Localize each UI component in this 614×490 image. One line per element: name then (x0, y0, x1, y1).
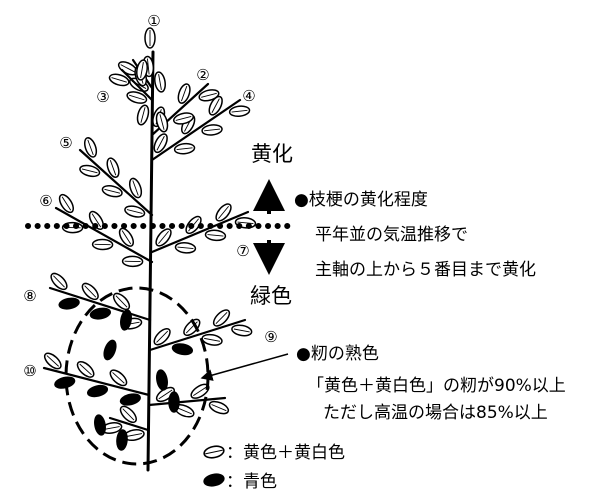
yellow-grain (118, 227, 135, 247)
node-number-6: ⑥ (39, 192, 52, 210)
yellow-grain (119, 405, 137, 424)
node-number-4: ④ (242, 87, 255, 105)
yellow-grain (136, 104, 150, 126)
yellow-grain (174, 241, 197, 254)
branch-3 (150, 98, 242, 162)
yellow-grain (212, 309, 231, 327)
node-number-8: ⑧ (23, 287, 36, 305)
node-number-9: ⑨ (264, 328, 277, 346)
grain-ripeness-line-2: ただし高温の場合は85%以上 (323, 403, 548, 423)
branch-8 (48, 286, 152, 322)
yellow-grain (124, 205, 146, 218)
green-grain (120, 309, 132, 331)
yellow-grain (106, 157, 120, 178)
node-number-5: ⑤ (59, 134, 72, 152)
green-grain (119, 393, 141, 406)
yellow-grain (228, 105, 251, 118)
branch-yellowing-line-1: 平年並の気温推移で (315, 225, 468, 245)
legend-open-grain-icon (203, 445, 225, 459)
branch-9 (148, 318, 247, 352)
yellowing-label: 黄化 (251, 142, 293, 166)
node-number-labels: ① ② ③ ④ ⑤ ⑥ ⑦ ⑧ ⑨ ⑩ (23, 12, 277, 380)
yellow-grain (198, 89, 220, 102)
yellow-grain (136, 59, 148, 81)
yellow-grain (173, 142, 196, 155)
yellow-grain (112, 292, 131, 311)
yellow-grain (172, 112, 195, 125)
yellow-grain (81, 282, 99, 301)
yellow-grain (215, 203, 232, 222)
node-number-2: ② (196, 66, 209, 84)
branch-10 (42, 366, 151, 397)
yellow-grain (76, 360, 95, 378)
yellow-grain (101, 185, 123, 198)
yellow-grain (208, 95, 223, 116)
branch-6 (54, 206, 154, 264)
legend-filled-grain-label: ：青色 (226, 472, 277, 490)
yellow-grain (88, 210, 105, 230)
yellow-grain (128, 177, 143, 199)
branch-12 (108, 416, 150, 432)
yellow-grain (108, 73, 130, 87)
branch-yellowing-line-2: 主軸の上から５番目まで黄化 (315, 260, 536, 280)
node-number-10: ⑩ (23, 362, 36, 380)
grain-ripeness-heading: ●籾の熟色 (296, 343, 379, 364)
yellow-grain (204, 229, 227, 242)
yellow-grain (155, 228, 172, 247)
green-grain (89, 307, 112, 320)
branch-2 (120, 68, 154, 102)
yellow-grain (177, 83, 191, 104)
node-number-1: ① (147, 12, 160, 30)
node-number-7: ⑦ (236, 242, 249, 260)
grain-pointer-line (200, 353, 289, 381)
yellow-grain (109, 369, 128, 387)
node-number-3: ③ (96, 88, 109, 106)
green-label: 緑色 (250, 284, 292, 308)
legend-filled-grain-icon (203, 473, 225, 487)
branch-yellowing-heading: ●枝梗の黄化程度 (294, 190, 428, 210)
yellow-grain (208, 400, 230, 415)
yellow-grain (231, 324, 253, 337)
green-grain (86, 384, 109, 398)
grain-ripeness-line-1: 「黄色＋黄白色」の籾が90%以上 (307, 376, 566, 396)
legend-open-grain-label: ：黄色＋黄白色 (226, 443, 345, 463)
green-grain (94, 414, 106, 436)
yellow-grain (201, 333, 223, 346)
yellow-grain (43, 352, 62, 370)
yellow-grain (144, 27, 156, 49)
yellow-grain (121, 255, 144, 268)
branch-5 (78, 148, 154, 217)
yellow-grain (155, 111, 169, 133)
yellow-grain (201, 124, 223, 136)
yellow-grain (126, 91, 148, 104)
yellow-grain (50, 272, 68, 291)
yellow-grain (190, 383, 210, 399)
yellow-grain (153, 133, 168, 154)
rice-panicle-illustration (42, 27, 257, 472)
yellow-grain (153, 328, 171, 346)
green-grain (156, 369, 168, 391)
green-grain (103, 339, 117, 361)
yellow-grain (79, 164, 101, 178)
green-grain (58, 297, 80, 310)
yellow-grain (83, 137, 98, 158)
yellow-grain (154, 71, 166, 93)
legend: ：黄色＋黄白色 ：青色 (203, 443, 345, 490)
yellow-grain (58, 193, 75, 214)
yellow-grain (91, 238, 114, 251)
green-grain (168, 391, 180, 413)
green-grain (171, 343, 194, 356)
branch-7 (150, 210, 250, 254)
green-grain (116, 429, 128, 451)
branch-11 (147, 396, 227, 407)
